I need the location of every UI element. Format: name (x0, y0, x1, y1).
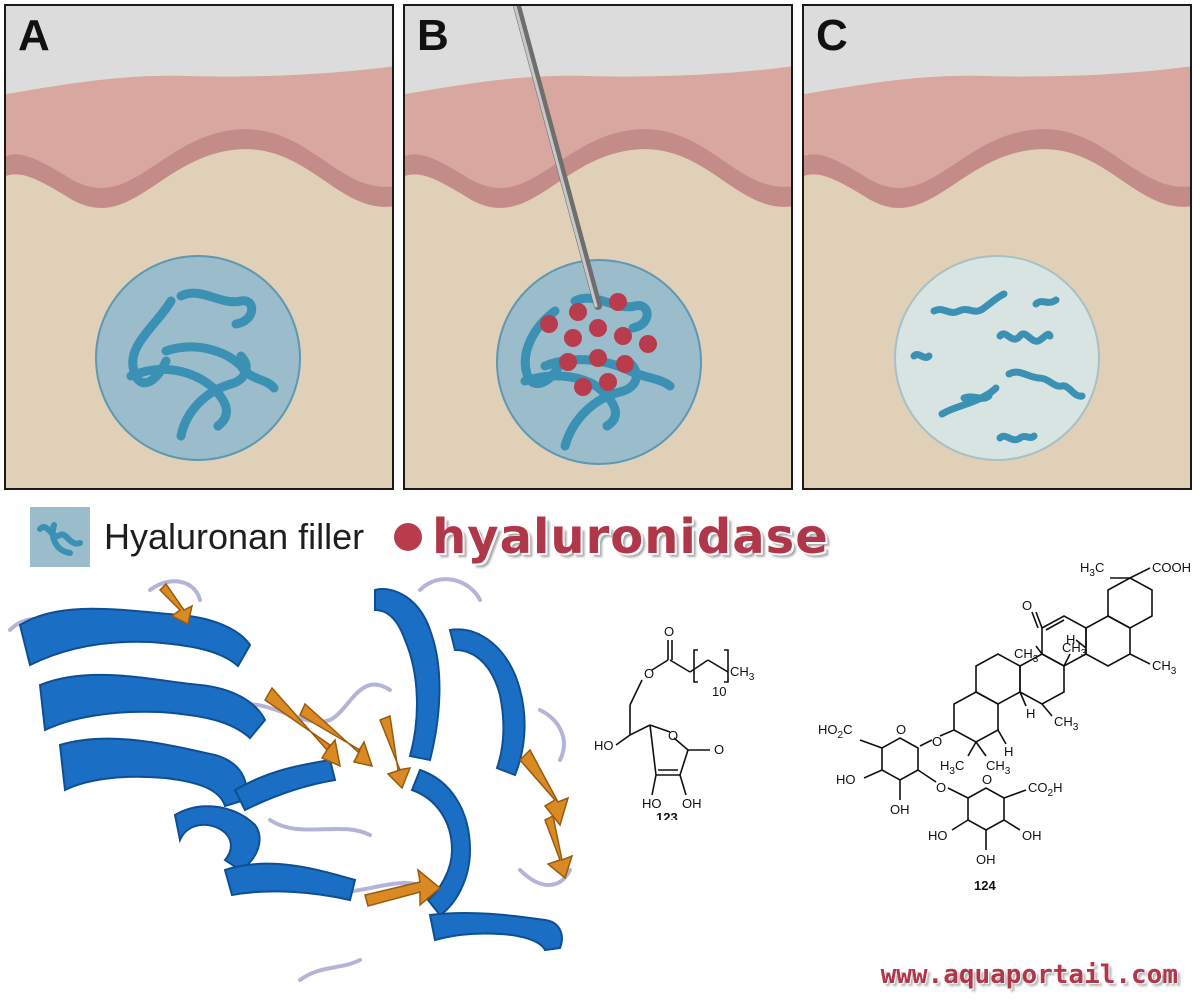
legend: Hyaluronan filler hyaluronidase (30, 506, 829, 568)
o-ester: O (644, 666, 654, 681)
panel-b: B (403, 4, 793, 490)
injection-needle (513, 6, 602, 310)
hyaluronan-filler-swatch-icon (30, 507, 90, 567)
hyaluronidase-dot-icon (394, 523, 423, 551)
website-watermark: www.aquaportail.com (880, 960, 1178, 990)
h3c-low: H3C (940, 758, 964, 777)
h3c-top: H3C (1080, 560, 1104, 579)
filler-bolus (95, 255, 301, 461)
o-keto: O (1022, 598, 1032, 613)
h-low: H (1004, 744, 1013, 759)
h-mid: H (1026, 706, 1035, 721)
alpha-helices (18, 588, 563, 952)
o-lactone: O (714, 742, 724, 757)
h-top: H (1066, 632, 1075, 647)
o-ring: O (668, 728, 678, 743)
skin-surface (6, 6, 392, 94)
molecule-123-label: 123 (656, 810, 678, 820)
molecule-124-label: 124 (974, 878, 996, 893)
hyaluronan-strands (126, 288, 279, 441)
panel-c-illustration (804, 6, 1190, 488)
ch3-b: CH3 (1062, 640, 1087, 659)
molecule-124-bonds (859, 567, 1153, 850)
o-link-1: O (932, 734, 942, 749)
molecule-124: H3C COOH H O CH3 CH3 CH3 CH3 H H H3C CH3… (818, 560, 1191, 893)
o-ring-2: O (982, 772, 992, 787)
fragmented-strands (910, 290, 1086, 444)
skin-surface (804, 6, 1190, 94)
beta-sheets (158, 582, 574, 907)
legend-enzyme-label: hyaluronidase (432, 509, 829, 565)
o-carbonyl: O (664, 624, 674, 639)
ch3-a: CH3 (1152, 658, 1177, 677)
panel-label: A (18, 11, 50, 60)
ho-2: HO (928, 828, 948, 843)
skin-surface (405, 6, 791, 94)
oh-2: OH (1022, 828, 1042, 843)
ho2c: HO2C (818, 722, 852, 741)
ch3-d: CH3 (1054, 714, 1079, 733)
co2h: CO2H (1028, 780, 1062, 799)
cooh: COOH (1152, 560, 1191, 575)
molecule-123-bonds (615, 640, 729, 796)
panel-a-illustration (6, 6, 392, 488)
repeat-count: 10 (712, 684, 726, 699)
ho-top: HO (594, 738, 614, 753)
panel-c: C (802, 4, 1192, 490)
panel-a: A (4, 4, 394, 490)
o-ring-1: O (896, 722, 906, 737)
ch3-low: CH3 (986, 758, 1011, 777)
hyaluronidase-protein-structure (8, 577, 574, 982)
panel-label: B (417, 11, 449, 60)
ch3-label: CH3 (730, 664, 755, 683)
ch3-c: CH3 (1014, 646, 1039, 665)
oh-1: OH (890, 802, 910, 817)
oh-3: OH (976, 852, 996, 867)
oh-right: OH (682, 796, 702, 811)
hyaluronidase-molecules (540, 293, 657, 396)
o-link-2: O (936, 780, 946, 795)
ho-left: HO (642, 796, 662, 811)
legend-filler-label: Hyaluronan filler (104, 516, 365, 557)
ho-1: HO (836, 772, 856, 787)
molecule-123: O O CH3 10 HO O O HO OH 123 (594, 624, 755, 820)
panel-label: C (816, 11, 848, 60)
panel-b-illustration (405, 6, 791, 488)
